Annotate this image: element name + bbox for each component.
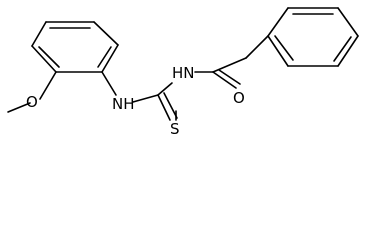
bond-nh-to-thiocarbon [132, 94, 159, 103]
amine-nh-left-label: NH [112, 95, 135, 113]
structure-canvas: O NH HN S O [7, 7, 359, 138]
bond-ch2-to-phenyl [245, 35, 269, 59]
methoxy-oxygen-label: O [26, 93, 38, 111]
methoxy-group [7, 71, 57, 113]
thiourea-core [157, 82, 178, 121]
phenyl-ring [267, 7, 359, 67]
methoxyphenyl-ring [31, 21, 119, 73]
carbonyl-oxygen-label: O [233, 89, 245, 107]
bond-ring-to-nh [101, 71, 117, 96]
molecule-diagram: O NH HN S O [7, 7, 359, 138]
carbonyl-group [212, 57, 247, 89]
amine-nh-top-label: HN [172, 64, 195, 82]
thione-sulfur-label: S [170, 120, 180, 138]
